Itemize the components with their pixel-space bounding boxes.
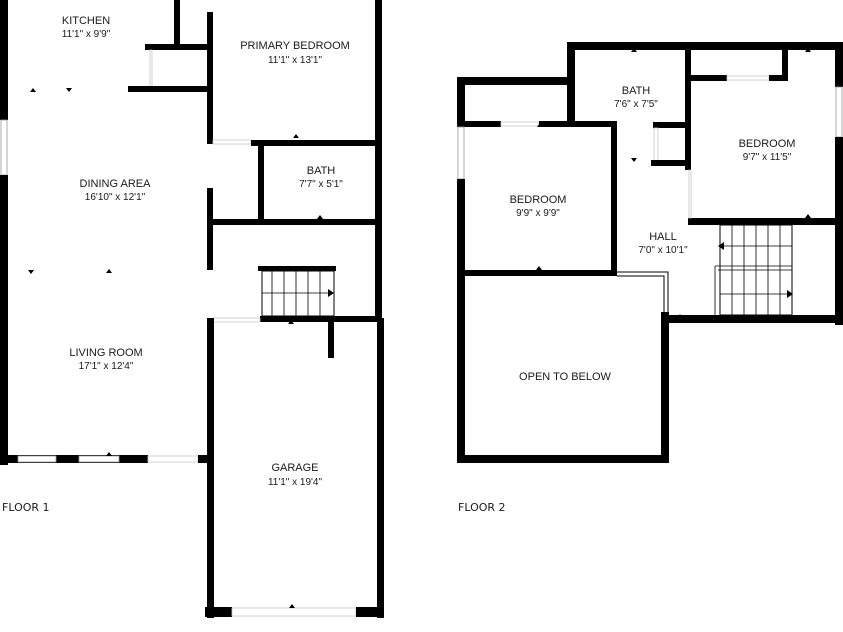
stairs-floor-2 [714, 224, 793, 316]
room-name-bedroom-left: BEDROOM [510, 194, 567, 206]
room-dims-bath-floor-1: 7'7" x 5'1" [299, 179, 343, 190]
room-dims-bedroom-right: 9'7" x 11'5" [743, 152, 792, 163]
room-dims-hall: 7'0" x 10'1" [638, 245, 688, 256]
room-name-bath-floor-2: BATH [622, 85, 651, 97]
room-name-hall: HALL [649, 231, 677, 243]
room-dims-kitchen: 11'1" x 9'9" [62, 29, 111, 40]
floor-2-plan [457, 42, 843, 463]
room-dims-bedroom-left: 9'9" x 9'9" [516, 208, 560, 219]
floor-1-label: FLOOR 1 [2, 501, 50, 514]
room-name-bath-floor-1: BATH [307, 165, 336, 177]
room-name-garage: GARAGE [271, 462, 318, 474]
room-name-open-to-below: OPEN TO BELOW [519, 371, 612, 383]
room-dims-garage: 11'1" x 19'4" [268, 477, 323, 488]
room-dims-dining-area: 16'10" x 12'1" [85, 192, 146, 203]
floor-2-label: FLOOR 2 [458, 501, 506, 514]
room-name-primary-bedroom: PRIMARY BEDROOM [240, 40, 350, 52]
room-name-kitchen: KITCHEN [62, 15, 110, 27]
floor-1-plan [0, 0, 384, 618]
room-name-dining-area: DINING AREA [80, 178, 152, 190]
room-dims-living-room: 17'1" x 12'4" [79, 361, 134, 372]
room-dims-bath-floor-2: 7'6" x 7'5" [614, 99, 658, 110]
room-dims-primary-bedroom: 11'1" x 13'1" [268, 55, 323, 66]
stairs-floor-1 [261, 270, 335, 317]
room-name-living-room: LIVING ROOM [69, 347, 142, 359]
room-name-bedroom-right: BEDROOM [739, 138, 796, 150]
